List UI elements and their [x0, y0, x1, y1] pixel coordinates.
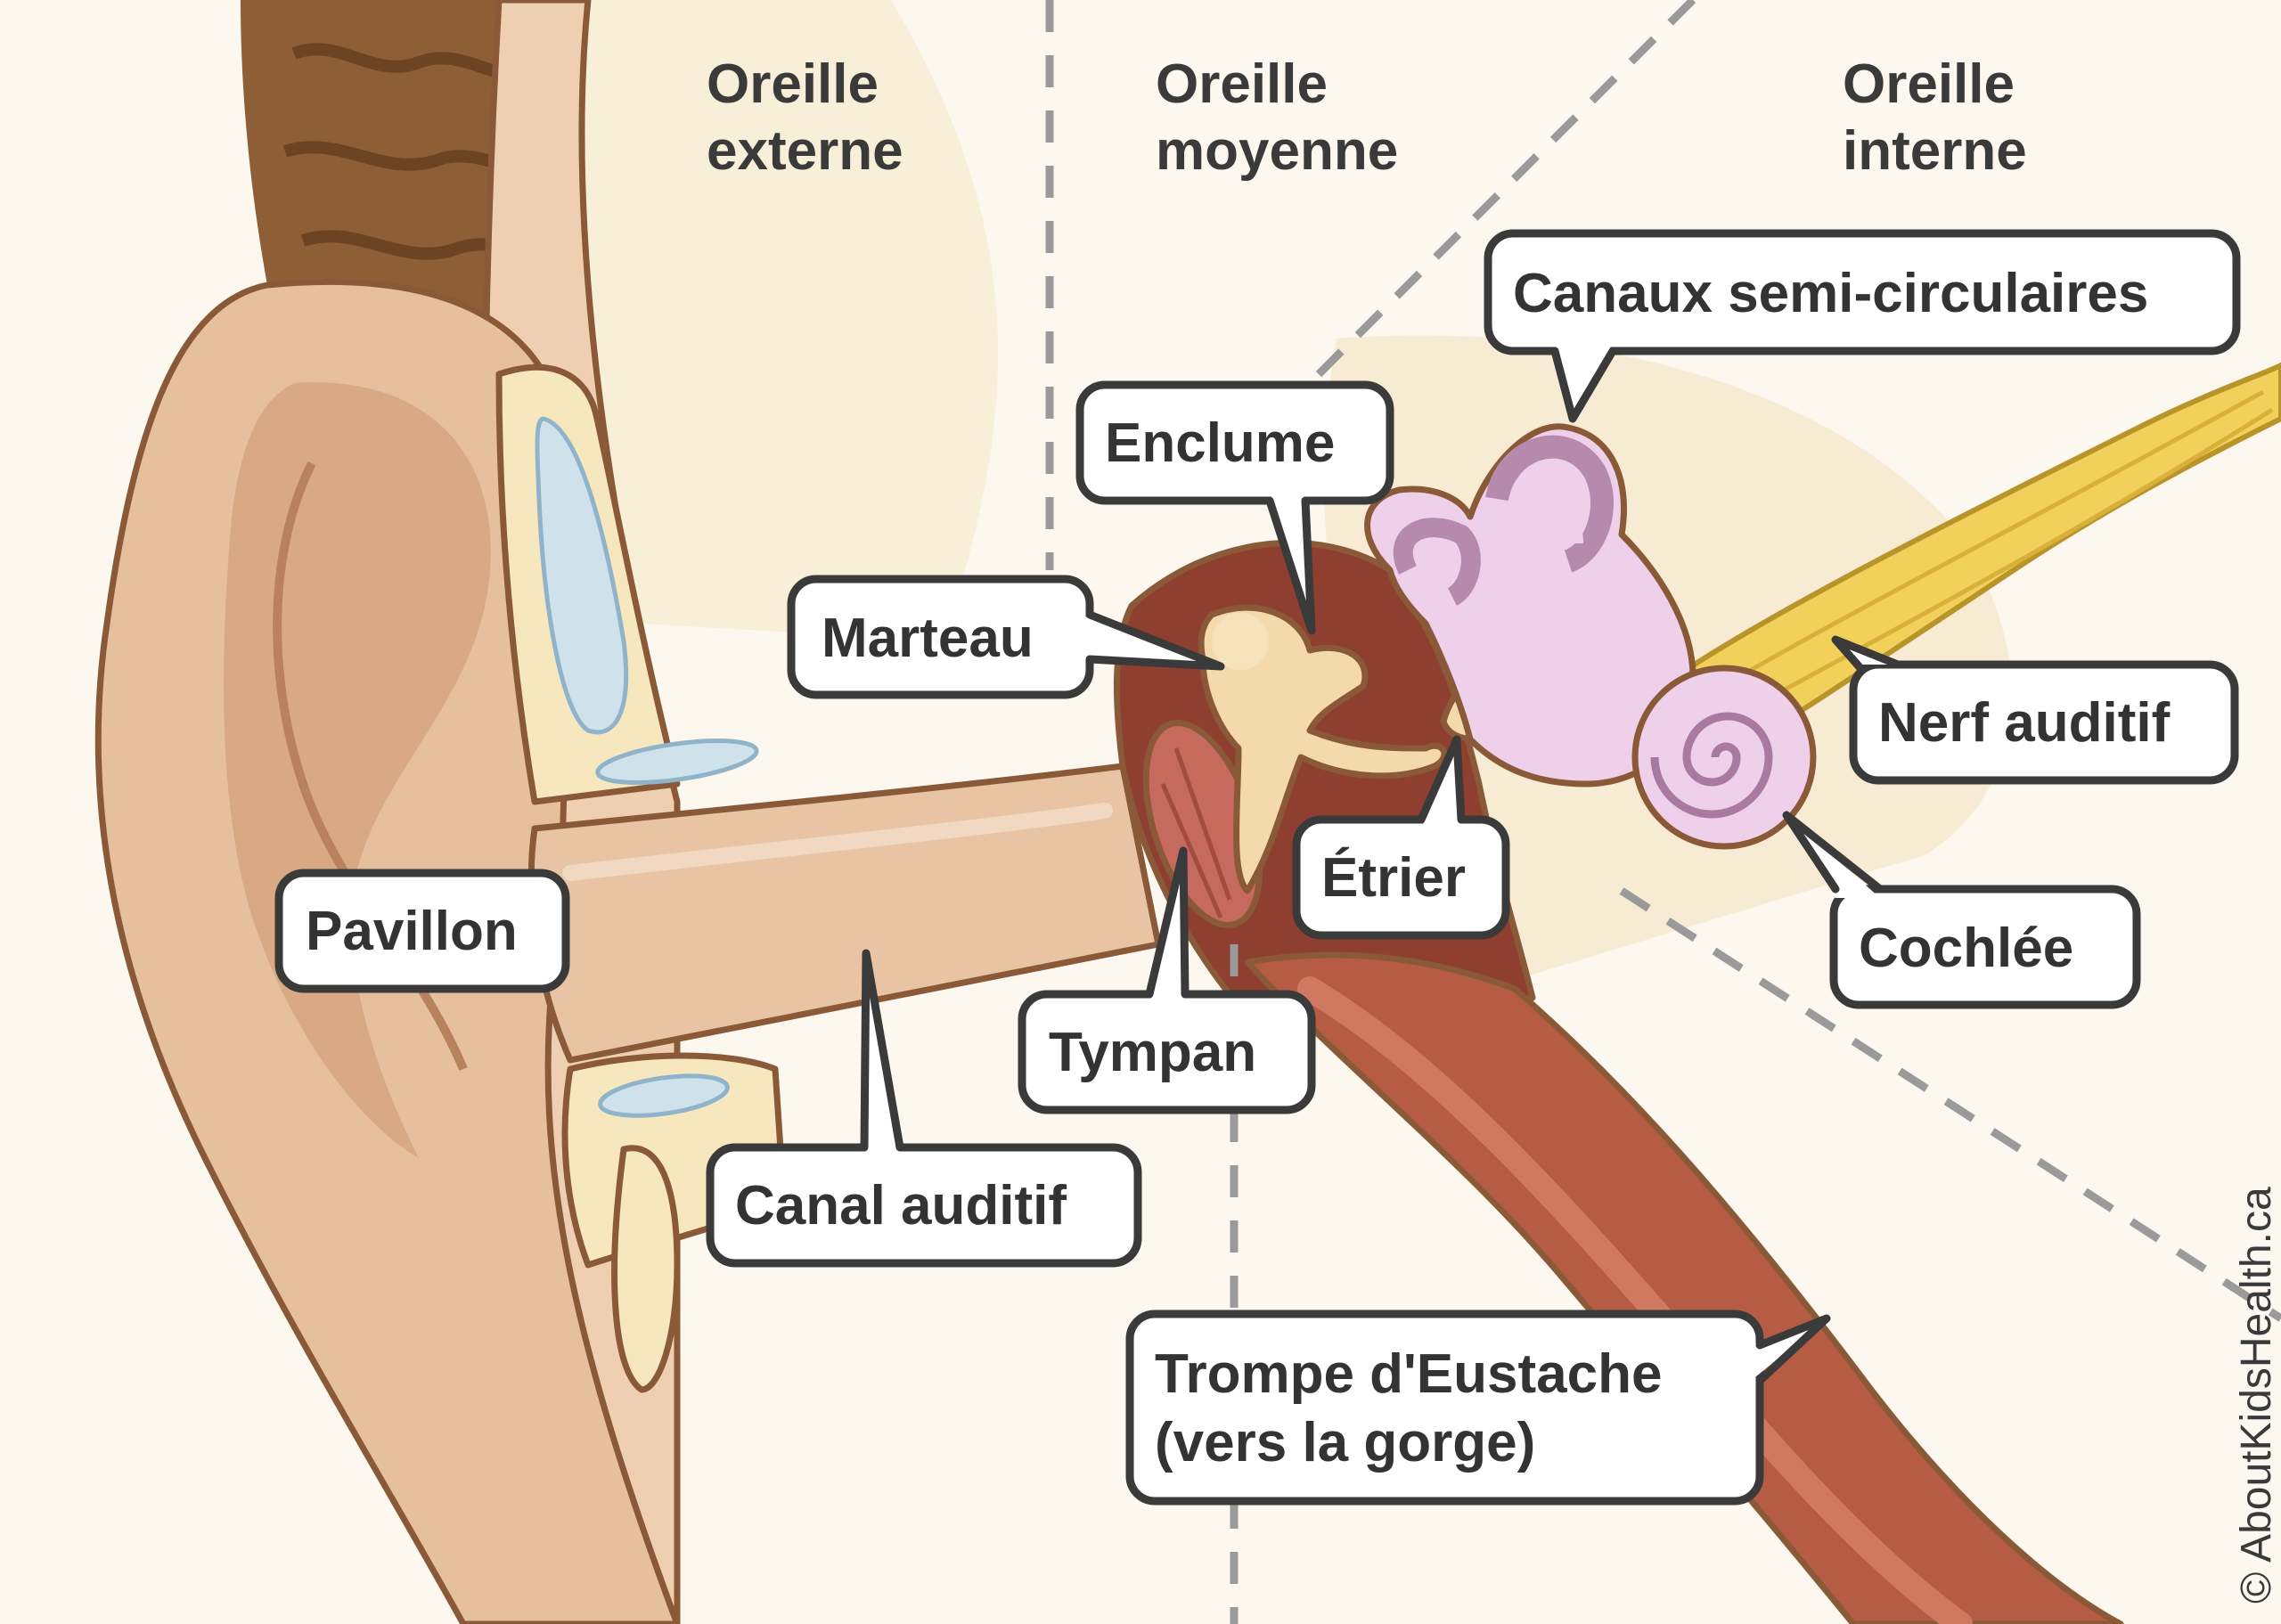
canal-highlight: [1527, 503, 1583, 544]
leader-line: [1417, 735, 1466, 824]
divider-middle-inner-upper: [1297, 0, 1696, 396]
label-eustachian-tube-line2: (vers la gorge): [1155, 1412, 1535, 1473]
leader-line: [1755, 1314, 1831, 1385]
eardrum-lines: [1160, 747, 1232, 918]
callout-box: [1292, 815, 1510, 940]
region-outer-line1: Oreille: [707, 53, 879, 115]
callout-ear-canal: Canal auditif: [706, 949, 1142, 1268]
callout-pinna: Pavillon: [274, 869, 570, 993]
leader-line: [1145, 846, 1190, 999]
canal-loop-2: [1393, 518, 1481, 606]
label-pinna: Pavillon: [306, 901, 518, 962]
callout-box: [1075, 380, 1394, 505]
region-inner-line2: interne: [1843, 120, 2027, 182]
label-eardrum: Tympan: [1049, 1022, 1256, 1083]
cochlea-spiral: [1650, 712, 1773, 819]
leader-line: [1265, 496, 1316, 635]
callout-eardrum: Tympan: [1018, 846, 1316, 1114]
temporal-bone-layer: [552, 0, 998, 641]
region-outer-line2: externe: [707, 120, 903, 182]
ear-canal-highlight: [562, 803, 1113, 881]
copyright-text: © AboutKidsHealth.ca: [2233, 1187, 2280, 1604]
callout-box: [1849, 660, 2239, 785]
label-auditory-nerve: Nerf auditif: [1878, 692, 2171, 754]
leader-line: [1550, 347, 1617, 423]
callout-malleus: Marteau: [787, 575, 1225, 699]
canal-loop-1: [1485, 435, 1614, 573]
callout-box: [706, 1143, 1142, 1268]
callout-box: [274, 869, 570, 993]
label-incus: Enclume: [1105, 412, 1335, 474]
malleus-head: [1212, 613, 1269, 670]
region-middle-line1: Oreille: [1156, 53, 1328, 115]
callout-box: [1484, 229, 2241, 355]
label-ear-canal: Canal auditif: [735, 1175, 1067, 1236]
divider-middle-inner-lower: [1619, 887, 2281, 1322]
region-middle-line2: moyenne: [1156, 120, 1398, 182]
callout-semicircular-canals: Canaux semi-circulaires: [1484, 229, 2241, 423]
region-inner-line1: Oreille: [1843, 53, 2015, 115]
callout-box: [1125, 1310, 1764, 1506]
callout-eustachian-tube: Trompe d'Eustache (vers la gorge): [1125, 1310, 1831, 1506]
callout-incus: Enclume: [1075, 380, 1394, 635]
label-malleus: Marteau: [822, 608, 1034, 669]
callout-cochlea: Cochlée: [1782, 811, 2141, 1009]
label-eustachian-tube-line1: Trompe d'Eustache: [1155, 1343, 1662, 1405]
callout-auditory-nerve: Nerf auditif: [1831, 635, 2239, 785]
callout-stapes: Étrier: [1292, 735, 1510, 940]
leader-line: [1085, 610, 1225, 671]
cartilage-highlight: [535, 416, 629, 735]
leader-line: [1831, 635, 1902, 673]
earlobe-fold: [611, 1145, 681, 1393]
malleus-incus-shape: [1198, 604, 1448, 894]
label-semicircular-canals: Canaux semi-circulaires: [1513, 263, 2148, 324]
cartilage-highlight-2: [595, 739, 759, 785]
label-stapes: Étrier: [1321, 847, 1466, 909]
label-cochlea: Cochlée: [1859, 918, 2073, 979]
cartilage-highlight-3: [598, 1073, 730, 1118]
leader-line: [1782, 811, 1884, 894]
callout-box: [1829, 885, 2141, 1009]
leader-line: [860, 949, 904, 1152]
